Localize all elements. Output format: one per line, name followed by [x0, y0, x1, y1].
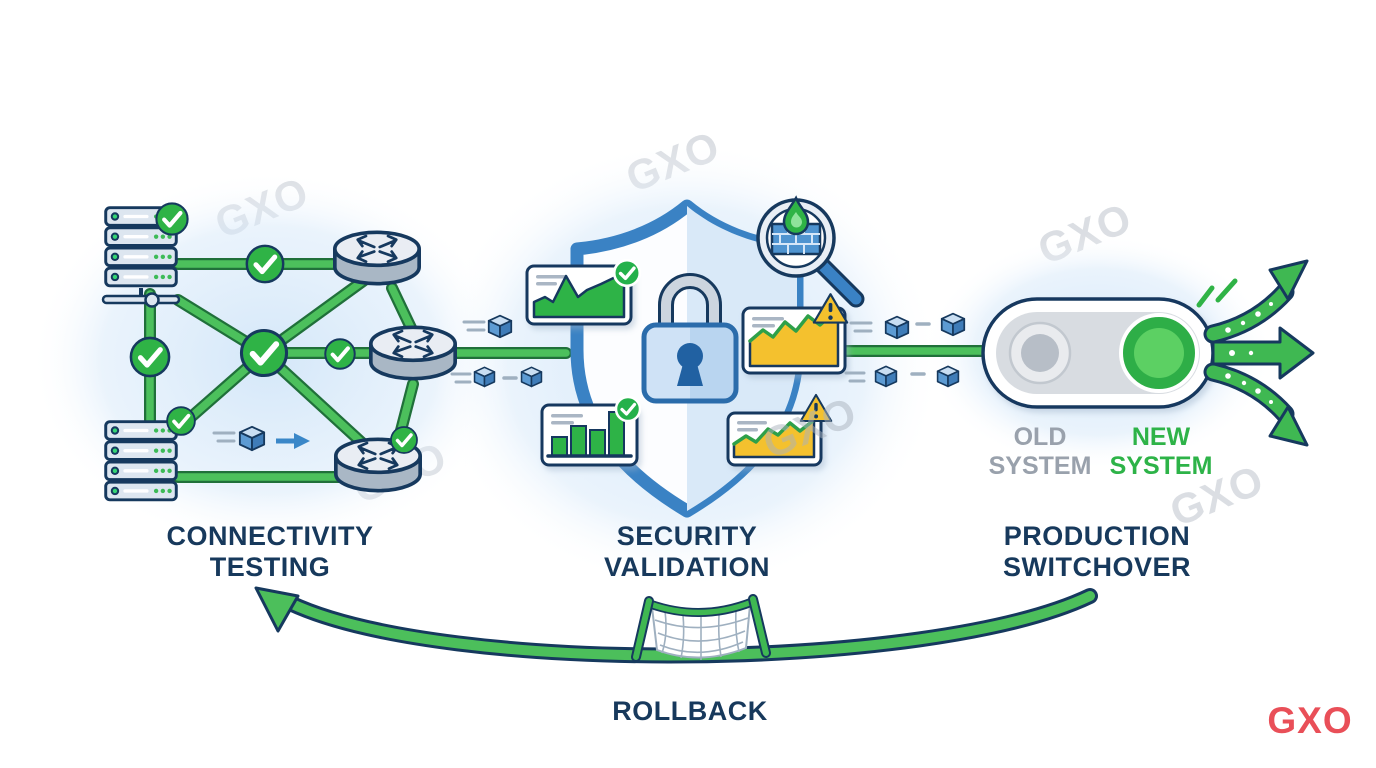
toggle-knob-new [1119, 313, 1199, 393]
router-icon [332, 230, 422, 286]
toggle-label-new-system: NEW SYSTEM [1094, 423, 1228, 481]
firewall-inspection-magnifier-icon [756, 195, 865, 308]
data-packet-cube-icon [520, 366, 543, 388]
flow-direction-arrow-icon [294, 433, 310, 449]
data-packet-cube-icon [884, 315, 910, 340]
check-circle-icon [165, 405, 197, 437]
toggle-knob-old [1008, 321, 1072, 385]
metric-card-warning-bottom [726, 411, 823, 467]
gxo-logo: GXO [1267, 700, 1353, 741]
metric-card-pass-bottom [540, 403, 639, 467]
check-badge-icon [612, 258, 642, 288]
toggle-label-line: SYSTEM [988, 452, 1092, 480]
stage-label-line: SWITCHOVER [1002, 552, 1191, 582]
check-badge-icon [614, 395, 642, 423]
stage-label-line: TESTING [209, 552, 331, 582]
server-mount-bracket [101, 288, 181, 308]
system-toggle-switch-icon [981, 297, 1215, 409]
metric-card-pass-top [525, 264, 633, 326]
toggle-label-old-system: OLD SYSTEM [973, 423, 1107, 481]
stage-label-connectivity-testing: CONNECTIVITY TESTING [100, 521, 440, 583]
packets-right [844, 312, 966, 388]
rollback-label: ROLLBACK [612, 696, 768, 726]
check-circle-icon [323, 337, 357, 371]
packets-left [450, 314, 543, 388]
padlock-icon [641, 273, 739, 404]
area-chart-icon [532, 271, 626, 319]
data-packet-cube-icon [487, 314, 513, 339]
check-circle-icon [247, 246, 283, 282]
check-circle-icon [241, 330, 286, 375]
safety-net-icon [631, 594, 771, 662]
stage-label-production-switchover: PRODUCTION SWITCHOVER [927, 521, 1267, 583]
network-test-packet [212, 425, 310, 452]
bar-chart-icon [546, 411, 633, 458]
toggle-label-line: NEW [1131, 423, 1191, 451]
server-rack-icon [104, 420, 178, 502]
check-circle-icon [389, 425, 419, 455]
stage-label-line: CONNECTIVITY [166, 521, 374, 551]
stage-label-line: VALIDATION [604, 552, 770, 582]
data-packet-cube-icon [940, 312, 966, 337]
data-packet-cube-icon [473, 366, 496, 388]
stage-label-line: SECURITY [616, 521, 758, 551]
toggle-label-line: SYSTEM [1109, 452, 1213, 480]
toggle-label-line: OLD [1013, 423, 1067, 451]
arrow-speckles [1225, 302, 1273, 404]
stage-label-security-validation: SECURITY VALIDATION [517, 521, 857, 583]
stage-label-line: PRODUCTION [1003, 521, 1191, 551]
flame-icon [782, 195, 810, 236]
check-circle-icon [156, 203, 187, 234]
data-packet-cube-icon [874, 365, 898, 388]
sparkle-lines [1196, 278, 1238, 308]
traffic-out-arrows-icon [1203, 259, 1315, 447]
data-packet-cube-icon [238, 425, 266, 452]
router-icon [368, 325, 458, 381]
check-circle-icon [131, 338, 169, 376]
data-packet-cube-icon [936, 365, 960, 388]
